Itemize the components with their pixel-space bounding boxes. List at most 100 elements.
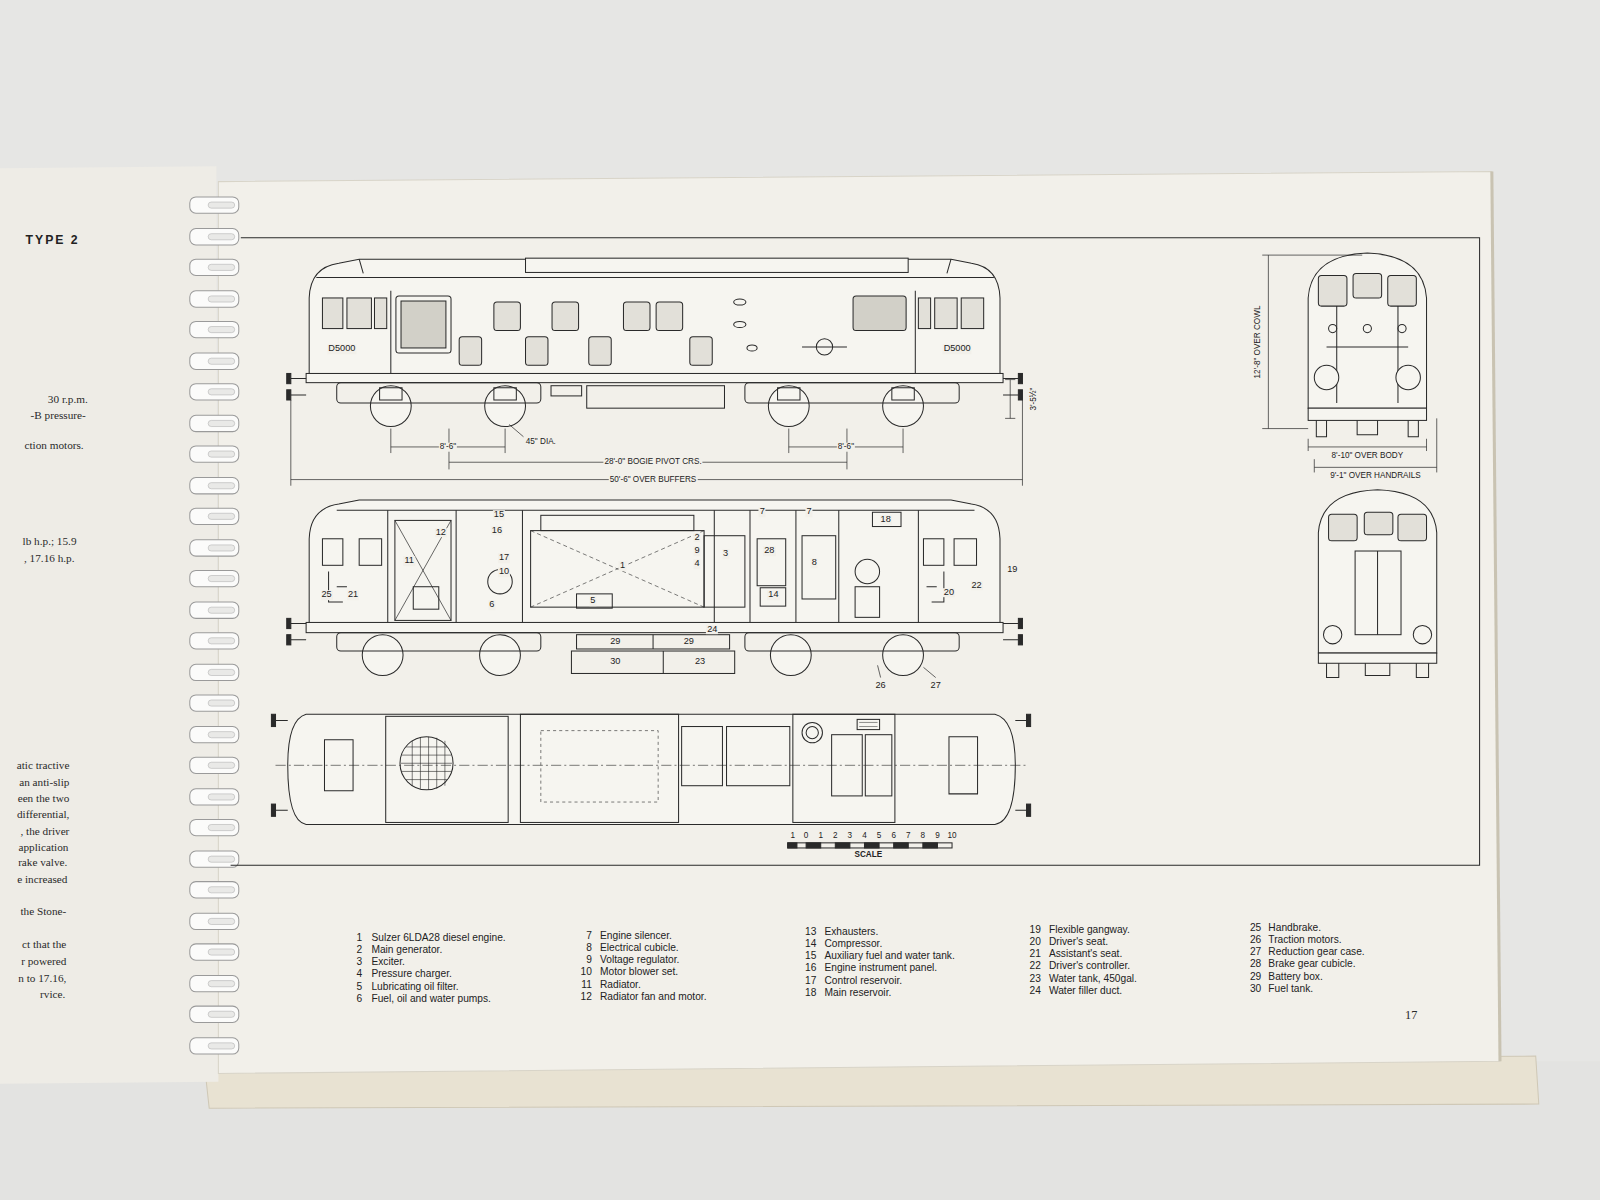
key-text: Pressure charger. xyxy=(371,969,451,980)
key-text: Water filler duct. xyxy=(1049,985,1122,996)
key-number: 23 xyxy=(1029,973,1040,984)
key-number: 14 xyxy=(805,939,816,950)
page-edge xyxy=(1492,171,1500,1061)
key-number: 3 xyxy=(357,957,363,968)
callout-number: 7 xyxy=(806,507,813,517)
callout-number: 1 xyxy=(619,561,626,571)
callout-number: 29 xyxy=(609,637,621,647)
page-text: n to 17.16, xyxy=(18,973,66,985)
key-text: Flexible gangway. xyxy=(1049,924,1130,935)
key-number: 9 xyxy=(586,955,592,966)
left-page xyxy=(0,166,218,1083)
callout-number: 3 xyxy=(722,549,729,559)
end-view xyxy=(1308,253,1426,437)
callout-number: 11 xyxy=(403,556,415,566)
key-number: 7 xyxy=(586,930,592,941)
callout-number: 16 xyxy=(491,526,503,536)
page-text: ct that the xyxy=(22,939,66,951)
page-text: r powered xyxy=(21,956,66,968)
key-number: 19 xyxy=(1029,924,1040,935)
callout-number: 8 xyxy=(811,558,818,568)
spiral-binding xyxy=(190,197,239,1054)
key-text: Traction motors. xyxy=(1268,934,1341,945)
key-text: Auxiliary fuel and water tank. xyxy=(824,951,954,962)
callout-number: 27 xyxy=(930,681,942,691)
scale-number: 8 xyxy=(920,831,927,840)
key-text: Driver's seat. xyxy=(1049,936,1108,947)
key-number: 26 xyxy=(1250,934,1261,945)
callout-number: 26 xyxy=(875,681,887,691)
dimension-label: 3'-5½" xyxy=(1029,386,1038,411)
page-text: een the two xyxy=(18,793,70,805)
callout-number: 14 xyxy=(767,590,779,600)
callout-number: 9 xyxy=(693,546,700,556)
key-text: Control reservoir. xyxy=(824,975,902,986)
key-number: 12 xyxy=(580,992,591,1003)
key-text: Sulzer 6LDA28 diesel engine. xyxy=(371,932,505,943)
key-text: Compressor. xyxy=(824,939,882,950)
callout-number: 21 xyxy=(347,590,359,600)
callout-number: 12 xyxy=(435,528,447,538)
key-number: 27 xyxy=(1250,947,1261,958)
dimension-lines xyxy=(291,380,1023,486)
side-elevation xyxy=(287,258,1023,426)
scale-number: 3 xyxy=(847,831,854,840)
key-text: Exhausters. xyxy=(824,926,878,937)
page-text: , 17.16 h.p. xyxy=(24,553,74,565)
key-number: 30 xyxy=(1250,983,1261,994)
page-text: 30 r.p.m. xyxy=(48,394,88,406)
key-number: 28 xyxy=(1250,959,1261,970)
callout-number: 19 xyxy=(1006,566,1018,576)
page-text: the Stone- xyxy=(21,906,67,918)
end-view xyxy=(1318,490,1436,678)
callout-number: 20 xyxy=(943,588,955,598)
page-text: -B pressure- xyxy=(31,410,86,422)
dimension-label: 45" DIA. xyxy=(525,438,557,447)
callout-number: 10 xyxy=(498,568,510,578)
key-text: Engine instrument panel. xyxy=(824,963,937,974)
page-text: differential, xyxy=(17,809,69,821)
callout-number: 24 xyxy=(706,625,718,635)
key-text: Reduction gear case. xyxy=(1268,947,1364,958)
key-text: Radiator fan and motor. xyxy=(600,992,706,1003)
page-text: lb h.p.; 15.9 xyxy=(23,536,77,548)
page-text: an anti-slip xyxy=(19,777,69,789)
key-number: 20 xyxy=(1029,936,1040,947)
key-number: 4 xyxy=(357,969,363,980)
page-text: ction motors. xyxy=(24,440,83,452)
callout-number: 2 xyxy=(693,533,700,543)
page-text: rvice. xyxy=(40,989,65,1001)
dimension-label: 8'-10" OVER BODY xyxy=(1331,452,1405,461)
key-text: Assistant's seat. xyxy=(1049,949,1122,960)
dimension-label: 9'-1" OVER HANDRAILS xyxy=(1329,471,1422,480)
callout-number: 22 xyxy=(970,581,982,591)
key-number: 29 xyxy=(1250,971,1261,982)
callout-number: 7 xyxy=(759,507,766,517)
key-number: 16 xyxy=(805,963,816,974)
callout-number: 4 xyxy=(693,559,700,569)
page-text: , the driver xyxy=(20,826,69,838)
page-text: atic tractive xyxy=(17,760,70,772)
dimension-label: 8'-6" xyxy=(439,443,457,452)
key-number: 17 xyxy=(805,975,816,986)
scale-number: 9 xyxy=(934,831,941,840)
scale-number: 5 xyxy=(876,831,883,840)
page-heading: TYPE 2 xyxy=(26,233,80,246)
scale-number: 2 xyxy=(832,831,839,840)
end-dimension-lines xyxy=(1262,255,1436,472)
key-number: 13 xyxy=(805,926,816,937)
key-text: Engine silencer. xyxy=(600,930,672,941)
key-text: Motor blower set. xyxy=(600,967,678,978)
key-number: 18 xyxy=(805,987,816,998)
key-number: 22 xyxy=(1029,961,1040,972)
key-text: Electrical cubicle. xyxy=(600,943,679,954)
page-text: rake valve. xyxy=(18,857,67,869)
key-number: 24 xyxy=(1029,985,1040,996)
key-number: 1 xyxy=(357,932,363,943)
callout-number: 5 xyxy=(589,596,596,606)
key-number: 6 xyxy=(357,994,363,1005)
key-number: 5 xyxy=(357,981,363,992)
key-text: Lubricating oil filter. xyxy=(371,981,458,992)
key-text: Water tank, 450gal. xyxy=(1049,973,1137,984)
